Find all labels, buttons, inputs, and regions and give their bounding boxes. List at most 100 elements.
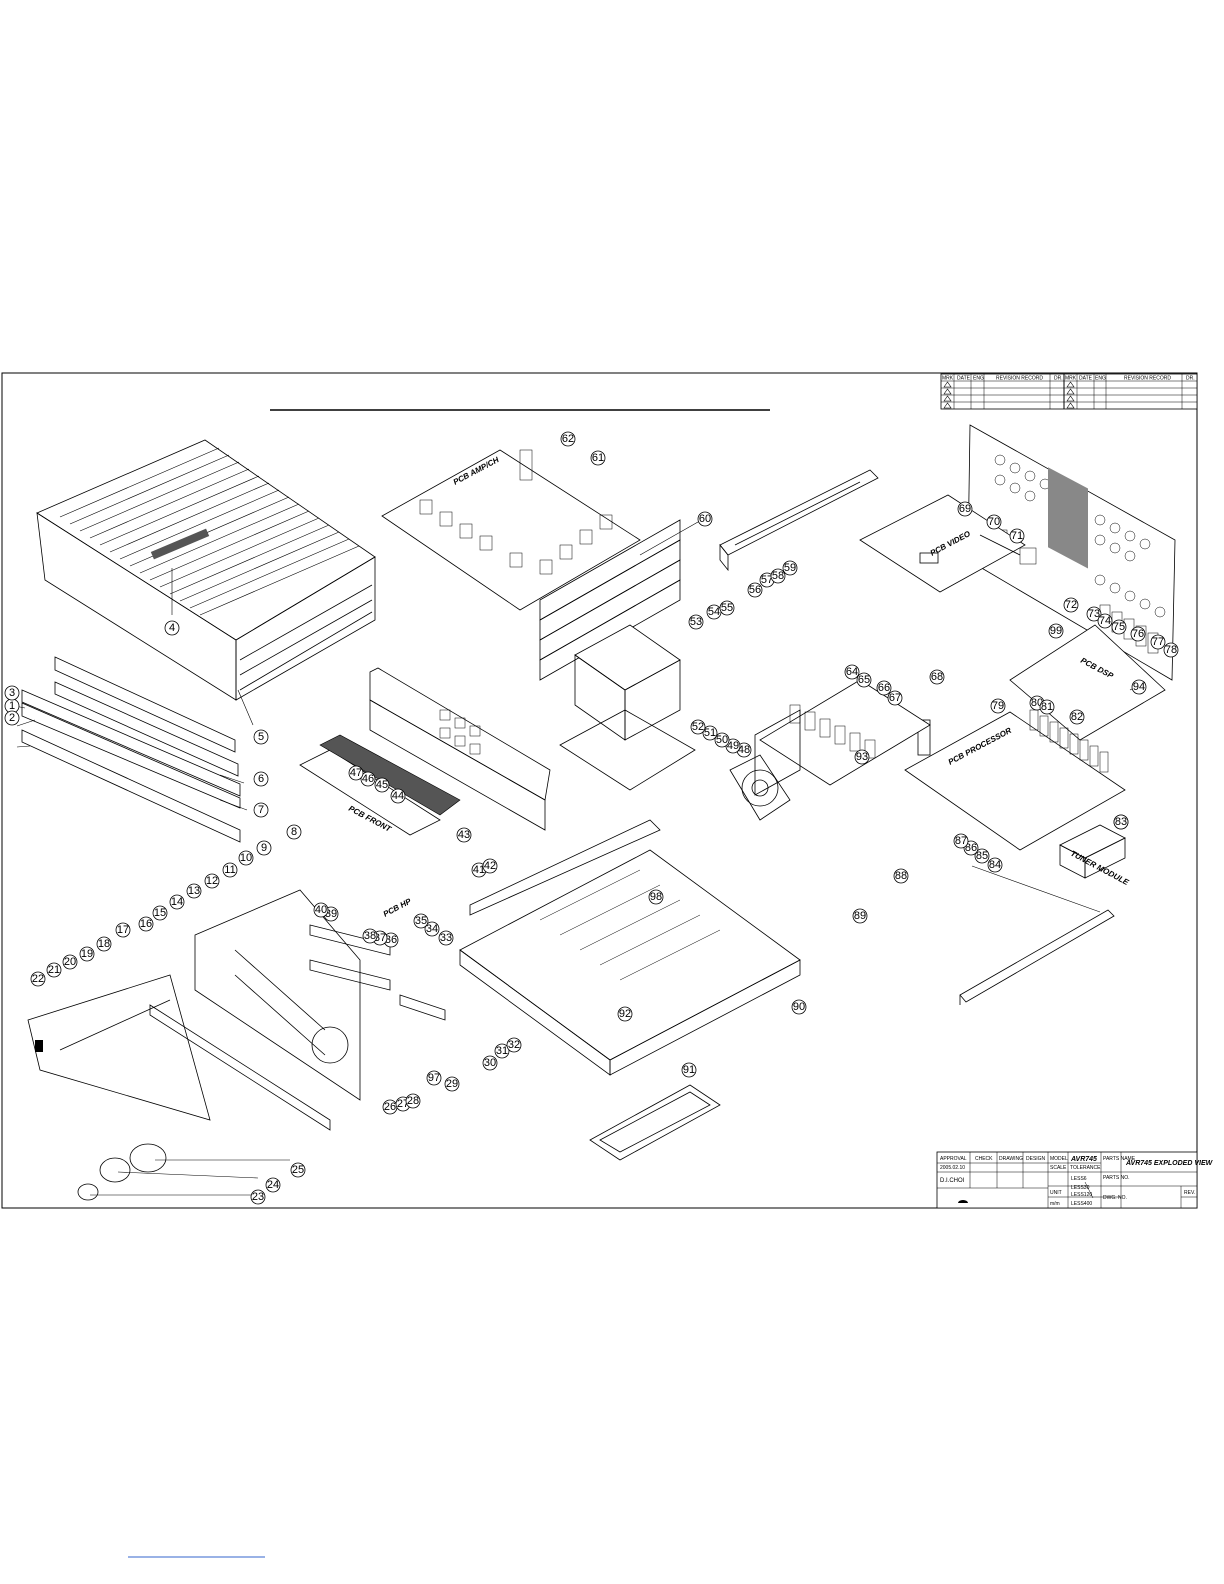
scale-label: SCALE (1050, 1165, 1067, 1171)
callout-number-38: 38 (364, 930, 376, 942)
power-board (754, 679, 931, 796)
rev-header-record-2: REVISION RECORD (1124, 376, 1171, 382)
callout-bubble-47 (348, 765, 364, 781)
callout-bubble-24 (265, 1177, 281, 1193)
callout-number-88: 88 (895, 870, 907, 882)
callout-bubble-78 (1163, 642, 1179, 658)
callout-bubble-20 (62, 954, 78, 970)
volume-knob (77, 1143, 167, 1201)
callout-number-61: 61 (592, 452, 604, 464)
callout-bubble-16 (138, 916, 154, 932)
callout-bubble-43 (456, 827, 472, 843)
callout-number-24: 24 (267, 1179, 279, 1191)
parts-drawing (14, 424, 1176, 1201)
callout-bubble-44 (390, 788, 406, 804)
callout-number-12: 12 (206, 875, 218, 887)
callout-number-81: 81 (1041, 701, 1053, 713)
callout-number-99: 99 (1050, 625, 1062, 637)
callout-number-98: 98 (650, 891, 662, 903)
callout-number-42: 42 (484, 860, 496, 872)
callout-bubble-91 (681, 1062, 697, 1078)
callout-number-71: 71 (1011, 530, 1023, 542)
callout-number-18: 18 (98, 938, 110, 950)
callout-number-17: 17 (117, 924, 129, 936)
callout-number-90: 90 (793, 1001, 805, 1013)
callout-bubble-29 (444, 1076, 460, 1092)
callout-number-47: 47 (350, 767, 362, 779)
callout-bubble-5 (253, 729, 269, 745)
callout-number-49: 49 (727, 740, 739, 752)
rev-label: REV. (1184, 1190, 1195, 1196)
callout-bubble-66 (876, 680, 892, 696)
callout-bubble-69 (957, 501, 973, 517)
callout-bubble-89 (852, 908, 868, 924)
tolerance-label: TOLERANCE (1070, 1165, 1101, 1171)
callout-number-51: 51 (704, 727, 716, 739)
callout-bubble-21 (46, 962, 62, 978)
design-label: DESIGN (1026, 1156, 1046, 1162)
callout-bubble-71 (1009, 528, 1025, 544)
callout-bubble-7 (253, 802, 269, 818)
unit-value: m/m (1050, 1201, 1060, 1207)
callout-bubble-83 (1113, 814, 1129, 830)
callout-number-43: 43 (458, 829, 470, 841)
callout-number-92: 92 (619, 1008, 631, 1020)
callout-number-48: 48 (738, 744, 750, 756)
parts-no-label: PARTS NO. (1103, 1175, 1130, 1181)
callout-number-60: 60 (699, 513, 711, 525)
rear-panel (967, 424, 1176, 681)
callout-bubble-90 (791, 999, 807, 1015)
callout-number-44: 44 (392, 790, 404, 802)
callout-number-73: 73 (1088, 608, 1100, 620)
callout-bubble-11 (222, 862, 238, 878)
callout-number-2: 2 (9, 712, 15, 724)
callout-number-29: 29 (446, 1078, 458, 1090)
rev-header-record: REVISION RECORD (996, 376, 1043, 382)
front-panel-chassis (194, 889, 361, 1101)
callout-bubble-9 (256, 840, 272, 856)
pcb-hp-label: PCB HP (382, 896, 414, 918)
revision-table: MRK DATE ENG REVISION RECORD DR. MRK DAT… (940, 373, 1198, 410)
callout-bubble-81 (1039, 699, 1055, 715)
callout-bubble-82 (1069, 709, 1085, 725)
tolerance-row-3: LESS120 (1071, 1192, 1092, 1198)
callout-bubble-15 (152, 905, 168, 921)
callout-number-55: 55 (721, 602, 733, 614)
rev-header-date-2: DATE (1079, 376, 1093, 382)
callout-bubble-53 (688, 614, 704, 630)
callout-number-97: 97 (428, 1072, 440, 1084)
callout-number-68: 68 (931, 671, 943, 683)
approver-name: D.I.CHOI (940, 1178, 965, 1184)
callout-number-34: 34 (426, 923, 438, 935)
callout-bubble-31 (494, 1043, 510, 1059)
callout-bubble-30 (482, 1055, 498, 1071)
callout-number-33: 33 (440, 932, 452, 944)
bottom-plate (589, 1084, 721, 1161)
rev-header-dr-2: DR. (1186, 376, 1195, 382)
callout-bubble-98 (648, 889, 664, 905)
callout-bubble-40 (313, 902, 329, 918)
callout-number-79: 79 (992, 700, 1004, 712)
callout-number-3: 3 (9, 687, 15, 699)
callout-number-35: 35 (415, 915, 427, 927)
callout-bubble-17 (115, 922, 131, 938)
drawing-border (1, 372, 1198, 1209)
callout-bubble-19 (79, 946, 95, 962)
callout-bubble-32 (506, 1037, 522, 1053)
callout-bubble-6 (253, 771, 269, 787)
callout-bubble-75 (1111, 619, 1127, 635)
callout-number-87: 87 (955, 835, 967, 847)
callout-bubble-56 (747, 582, 763, 598)
check-label: CHECK (975, 1156, 993, 1162)
callout-bubble-12 (204, 873, 220, 889)
callout-number-76: 76 (1132, 628, 1144, 640)
callout-number-45: 45 (376, 779, 388, 791)
callout-bubble-18 (96, 936, 112, 952)
callout-bubble-87 (953, 833, 969, 849)
rev-header-mrk: MRK (942, 376, 954, 382)
callout-number-6: 6 (258, 773, 264, 785)
tuner-module-label: TUNER MODULE (1069, 849, 1131, 888)
callout-number-1: 1 (9, 700, 15, 712)
front-strips (21, 656, 241, 843)
